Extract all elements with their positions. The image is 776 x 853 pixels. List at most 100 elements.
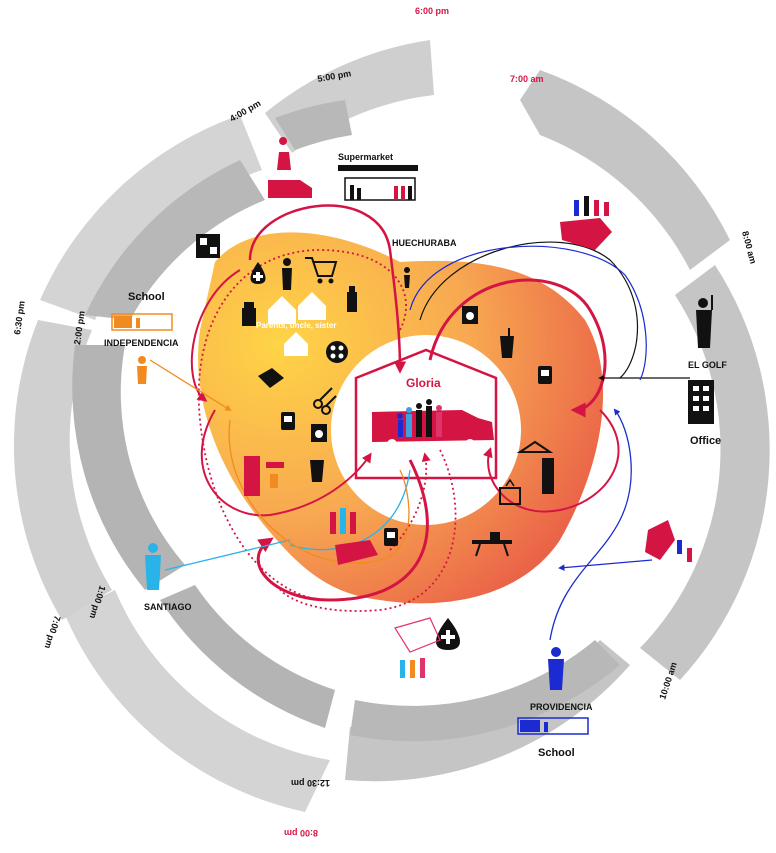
office-building-icon (688, 380, 714, 424)
route-el-golf-arc-blue (409, 245, 647, 381)
school-building-icon (517, 717, 589, 735)
gloria-home: Gloria (331, 335, 521, 525)
children-figures-icon (677, 540, 692, 562)
route-supermarket-loop (248, 204, 407, 374)
car-icon (645, 520, 675, 560)
ring-segment-10am-1230pm (345, 640, 630, 782)
neighbourhood-icons (196, 234, 554, 565)
time-label-7pm: 7:00 pm (43, 614, 63, 649)
ring-segment-8am-10am (640, 265, 770, 680)
wheel-icon (465, 439, 475, 449)
santiago-person-icon (145, 543, 161, 590)
outer-time-ring (13, 40, 770, 812)
film-reel-icon (326, 341, 348, 363)
person-icon (404, 267, 410, 288)
time-label-2pm: 2:00 pm (72, 310, 87, 345)
home-outline (354, 348, 498, 480)
ring-segment-5pm-6pm-outer (40, 115, 262, 320)
car-icon (560, 218, 612, 250)
route-lightblue-arc (289, 469, 411, 551)
route-providencia-blue (549, 408, 632, 641)
school-building-icon (111, 313, 173, 331)
medical-drop-icon (436, 618, 460, 650)
car-icon (335, 540, 378, 565)
pill-bottle-icon (242, 302, 256, 326)
label-huechuraba: HUECHURABA (392, 238, 457, 248)
ironing-table-icon (472, 532, 512, 557)
medical-drop-icon (250, 262, 266, 284)
houses-icon (268, 292, 326, 356)
label-office: Office (690, 435, 721, 447)
hospital-route-icon (394, 617, 441, 653)
washing-machine-icon (462, 306, 478, 324)
inner-time-ring (72, 100, 620, 742)
healthcare-workers-icon (400, 658, 425, 678)
time-label-10am: 10:00 am (657, 661, 678, 701)
label-school-bottom: School (538, 747, 575, 759)
scissors-icon (313, 387, 337, 415)
route-santiago-lightblue (164, 539, 291, 571)
ring-icons (111, 137, 714, 735)
person-icon (282, 258, 292, 290)
place-labels: Supermarket HUECHURABA Parents, uncle, s… (104, 152, 727, 759)
route-orange-independencia (149, 359, 232, 412)
secondary-routes (149, 241, 690, 641)
time-label-8pm: 8:00 pm (284, 828, 318, 838)
inner-ring-bottom-left (160, 585, 335, 728)
child-figures-icon (244, 456, 284, 496)
inner-ring-top (275, 100, 352, 150)
map-grid-icon (196, 234, 220, 258)
child-figure-icon (137, 356, 147, 384)
battery-icon (384, 528, 398, 546)
route-office-blue-down (558, 559, 653, 571)
ring-segment-630pm-7pm (13, 320, 113, 620)
family-figures-icon (330, 508, 356, 534)
washing-machine-icon (311, 424, 327, 442)
inner-ring-bottom-right (350, 640, 620, 742)
route-dotted-small (389, 452, 431, 551)
red-route-loops (190, 204, 620, 612)
label-independencia: INDEPENDENCIA (104, 338, 179, 348)
route-el-golf-arc-black (419, 241, 638, 379)
inner-ring-left (72, 345, 185, 590)
route-office-loop (428, 278, 607, 418)
label-supermarket: Supermarket (338, 152, 393, 162)
family-figures-icon (397, 399, 442, 437)
diamond-icon (258, 368, 284, 388)
time-label-1230pm: 12:30 pm (291, 778, 330, 788)
route-office-return (483, 409, 620, 513)
route-dotted-outer (197, 249, 407, 601)
time-label-4pm: 4:00 pm (228, 98, 262, 124)
supermarket-building-icon (338, 165, 418, 201)
label-el-golf: EL GOLF (688, 360, 727, 370)
tv-icon (499, 478, 521, 505)
cup-icon (500, 328, 514, 358)
ring-segment-1230pm-8pm (65, 590, 330, 812)
center-name: Gloria (406, 376, 441, 390)
battery-icon (281, 412, 295, 430)
route-dotted-inner (279, 449, 457, 612)
label-school-left: School (128, 291, 165, 303)
wheel-icon (387, 439, 397, 449)
label-providencia: PROVIDENCIA (530, 702, 593, 712)
person-icon (277, 137, 291, 170)
ring-segment-7am-8am (520, 70, 730, 270)
clothes-hanger-icon (516, 440, 554, 494)
time-label-8am: 8:00 am (740, 230, 758, 265)
time-label-6pm: 6:00 pm (415, 6, 449, 16)
family-figures-icon (574, 196, 609, 216)
shopping-cart-icon (305, 257, 338, 284)
time-label-630pm: 6:30 pm (12, 300, 27, 335)
cup-icon (310, 460, 324, 482)
providencia-person-icon (548, 647, 564, 690)
route-orange-arc (228, 419, 410, 564)
time-label-7am: 7:00 am (510, 74, 544, 84)
route-left-loop (200, 409, 372, 517)
inner-ring-left-top (85, 160, 265, 320)
battery-icon (538, 366, 552, 384)
bottle-icon (347, 286, 357, 312)
car-icon (268, 180, 312, 198)
label-parents: Parents, uncle, sister (256, 321, 336, 330)
